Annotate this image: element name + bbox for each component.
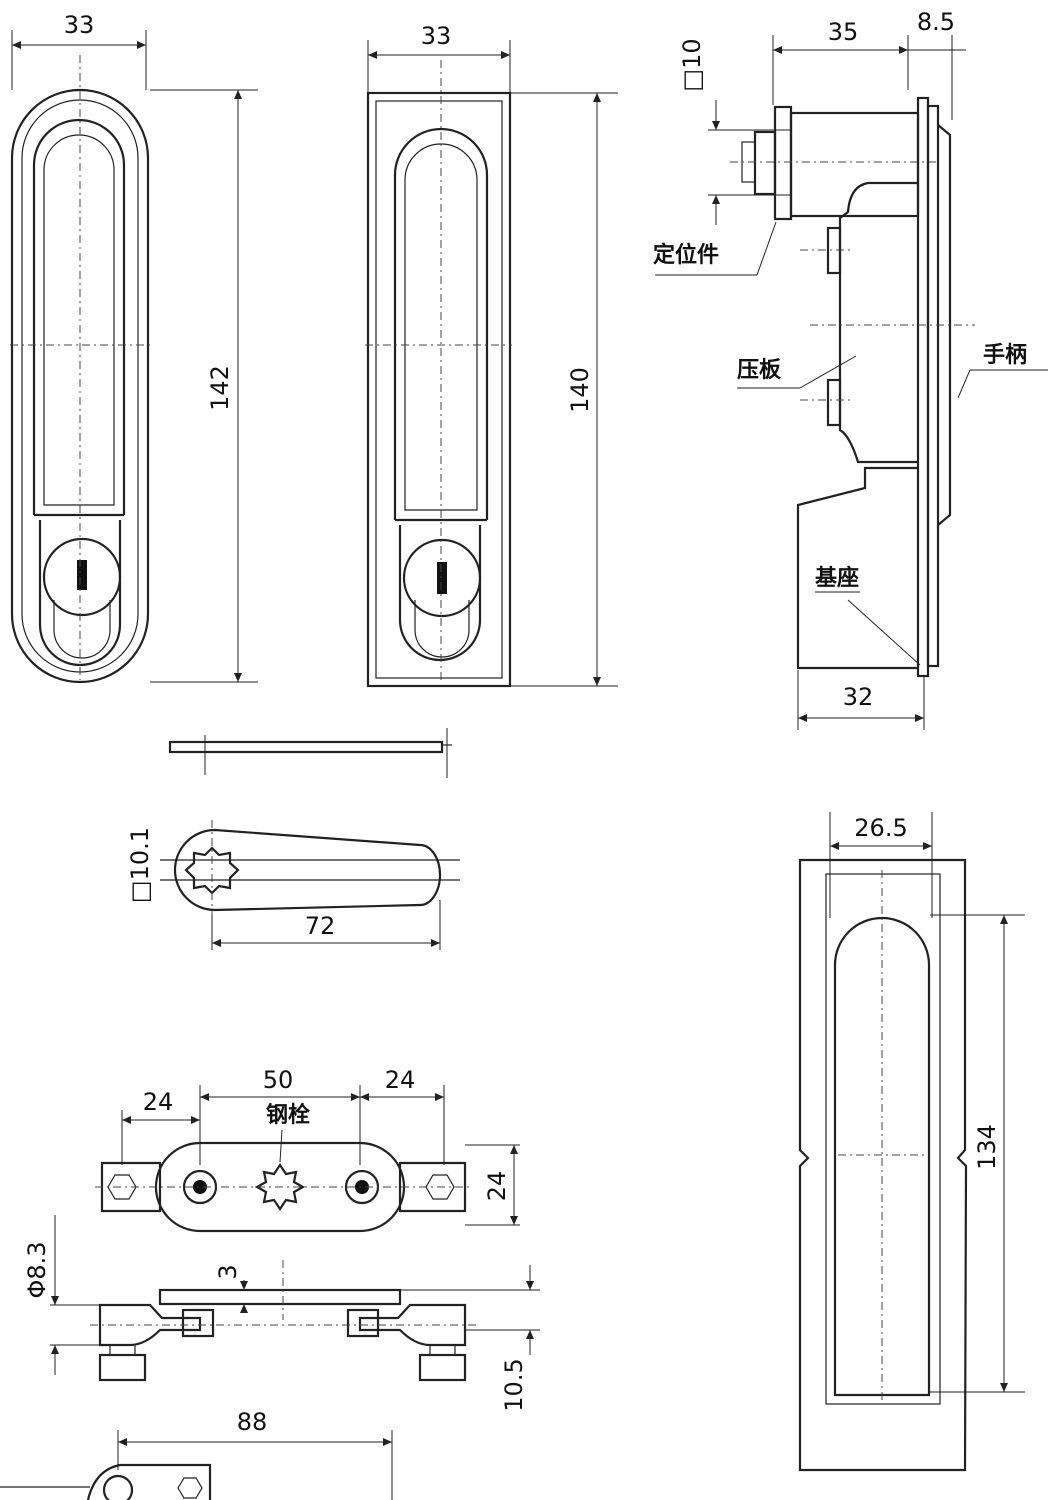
dim-side-width: 35 xyxy=(828,18,859,46)
label-pressure-plate: 压板 xyxy=(737,358,782,383)
dim-front-width-1: 33 xyxy=(64,11,95,39)
label-locator: 定位件 xyxy=(653,242,719,268)
panel-cutout: 26.5 134 xyxy=(798,812,1025,1472)
label-steel-bolt: 钢栓 xyxy=(266,1102,310,1128)
dim-rod-diameter: Φ8.3 xyxy=(23,1241,51,1298)
rod-top-view: 24 50 24 钢栓 24 xyxy=(95,1066,520,1233)
label-handle: 手柄 xyxy=(983,343,1027,368)
front-view-rounded: 33 142 xyxy=(10,11,258,684)
dim-rod-left: 24 xyxy=(143,1088,174,1116)
dim-side-square: □10 xyxy=(678,38,706,91)
dim-handle-square: □10.1 xyxy=(126,827,154,903)
dim-front-height-1: 142 xyxy=(206,365,234,411)
lever: □10.1 72 xyxy=(126,820,460,950)
front-view-rectangular: 33 140 xyxy=(365,22,618,688)
dim-cutout-width: 26.5 xyxy=(854,814,907,842)
dim-rod-offset: 10.5 xyxy=(500,1358,528,1411)
rod-side-view: Φ8.3 3 10.5 xyxy=(23,1215,540,1412)
dim-side-base: 32 xyxy=(843,683,874,711)
side-view: 35 8.5 □10 32 定位件 压板 手柄 xyxy=(653,8,1048,730)
dim-rod-spacing: 88 xyxy=(237,1408,268,1436)
dim-rod-mid: 50 xyxy=(263,1066,294,1094)
dim-rod-right: 24 xyxy=(385,1066,416,1094)
dim-cutout-height: 134 xyxy=(973,1124,1001,1170)
dim-handle-length: 72 xyxy=(305,912,336,940)
dim-rod-height: 24 xyxy=(483,1171,511,1202)
plate-side xyxy=(168,728,452,778)
dim-front-height-2: 140 xyxy=(566,367,594,413)
dim-front-width-2: 33 xyxy=(421,22,452,50)
rod-bottom-partial: 88 xyxy=(0,1408,393,1500)
dim-rod-thickness: 3 xyxy=(214,1264,242,1279)
label-base: 基座 xyxy=(815,565,859,591)
dim-side-flange: 8.5 xyxy=(917,8,955,36)
